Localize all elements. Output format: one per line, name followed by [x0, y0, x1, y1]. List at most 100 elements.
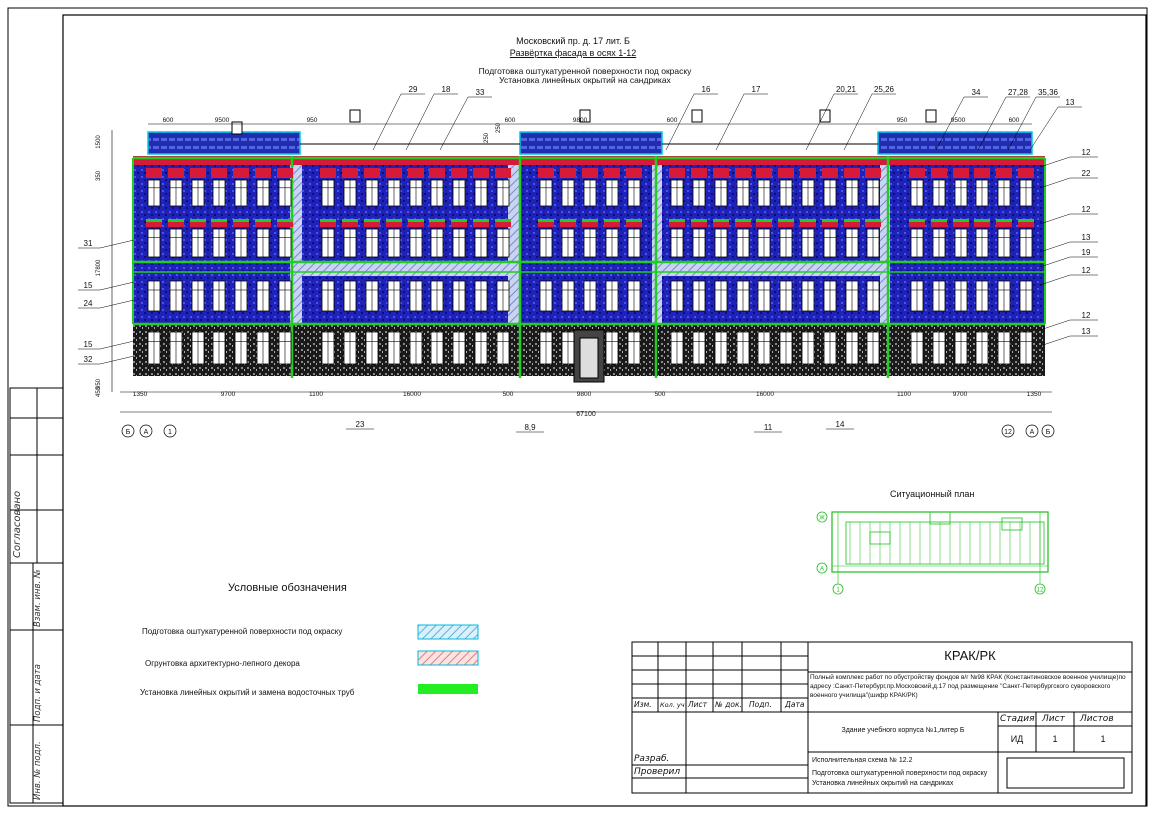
- strip-inv-podl: Инв. № подл.: [33, 741, 43, 800]
- axis-label: Б: [1046, 429, 1051, 436]
- callout-left: 31: [84, 239, 93, 248]
- dim-top-value: 9500: [951, 117, 966, 124]
- col-izm: Изм.: [634, 700, 652, 709]
- title-block: [631, 641, 1133, 794]
- col-date: Дата: [785, 700, 805, 709]
- callout-top: 17: [752, 85, 761, 94]
- sandrik: [953, 222, 969, 227]
- chimney: [579, 109, 591, 123]
- sandrik: [604, 222, 620, 227]
- chimney: [349, 109, 361, 123]
- sandrik: [669, 222, 685, 227]
- sandrik-covering: [604, 219, 620, 222]
- callout-right: 12: [1082, 266, 1091, 275]
- plan-room: [1001, 517, 1023, 531]
- sandrik-covering: [233, 219, 249, 222]
- project-code: КРАК/РК: [944, 648, 996, 663]
- scheme-number: Исполнительная схема № 12.2: [812, 757, 913, 764]
- callout-top: 35,36: [1038, 88, 1059, 97]
- callout-bottom: 14: [836, 420, 845, 429]
- callout-left: 15: [84, 340, 93, 349]
- sandrik-covering: [1018, 219, 1034, 222]
- callout-leader: [439, 96, 469, 151]
- sandrik-covering: [669, 219, 685, 222]
- scheme-line-1: Подготовка оштукатуренной поверхности по…: [812, 770, 988, 777]
- callout-leader: [405, 93, 435, 151]
- sandrik: [974, 168, 990, 178]
- sandrik-covering: [691, 219, 707, 222]
- sandrik: [342, 168, 358, 178]
- callout-leader: [1007, 96, 1037, 151]
- sandrik-covering: [211, 219, 227, 222]
- plan-axis-label: А: [820, 567, 824, 573]
- sandrik-covering: [168, 219, 184, 222]
- header-line-1: Подготовка оштукатуренной поверхности по…: [478, 66, 692, 76]
- dim-top-value: 600: [505, 117, 516, 124]
- dim-roof-value: 250: [484, 132, 490, 143]
- callout-leader: [843, 93, 873, 151]
- sandrik: [756, 222, 772, 227]
- plan-axis-bubble: [832, 583, 844, 595]
- callout-right: 12: [1082, 311, 1091, 320]
- sandrik: [996, 168, 1012, 178]
- dim-top-value: 600: [163, 117, 174, 124]
- sandrik: [844, 168, 860, 178]
- callout-leader: [1039, 177, 1071, 189]
- sandrik: [800, 222, 816, 227]
- sandrik-covering: [822, 219, 838, 222]
- legend-label-covering: Установка линейных окрытий и замена водо…: [140, 688, 355, 697]
- sandrik: [364, 168, 380, 178]
- dim-total: 67100: [576, 411, 596, 418]
- sandrik: [320, 222, 336, 227]
- roof-structure: [877, 131, 1033, 155]
- callout-leader: [1039, 274, 1071, 286]
- roof-structure: [519, 131, 663, 155]
- chimney: [819, 109, 831, 123]
- stage-header: Стадия: [1000, 714, 1035, 724]
- callout-right: 19: [1082, 248, 1091, 257]
- sandrik: [691, 222, 707, 227]
- legend-label-plaster: Подготовка оштукатуренной поверхности по…: [142, 627, 343, 636]
- dim-left-value: 450: [96, 386, 102, 397]
- sandrik-covering: [255, 219, 271, 222]
- axis-bubble: [1025, 424, 1039, 438]
- sandrik: [168, 222, 184, 227]
- dim-bottom-value: 1350: [1027, 391, 1042, 398]
- sandrik-covering: [364, 219, 380, 222]
- legend-swatch-covering: [418, 684, 478, 694]
- sandrik: [996, 222, 1012, 227]
- sheet-value: 1: [1052, 734, 1058, 744]
- dim-bottom-value: 500: [503, 391, 514, 398]
- callout-leader: [372, 93, 402, 151]
- callout-leader: [1039, 213, 1071, 225]
- sandrik: [211, 168, 227, 178]
- sandrik: [800, 168, 816, 178]
- header-line-2: Установка линейных окрытий на сандриках: [499, 75, 671, 85]
- left-stamp-strip: [9, 387, 64, 804]
- sheets-header: Листов: [1080, 714, 1114, 724]
- callout-top: 16: [702, 85, 711, 94]
- stage-value: ИД: [1010, 734, 1024, 744]
- sandrik: [386, 222, 402, 227]
- sandrik: [822, 168, 838, 178]
- sandrik: [931, 222, 947, 227]
- sandrik-covering: [473, 219, 489, 222]
- legend-label-decor: Огрунтовка архитектурно-лепного декора: [145, 659, 300, 668]
- axis-label: 12: [1004, 429, 1012, 436]
- col-kol: Кол. уч: [660, 701, 685, 709]
- legend-swatch-decor: [417, 650, 479, 666]
- callout-leader: [1039, 156, 1071, 168]
- callout-bottom: 11: [764, 423, 773, 432]
- sandrik-covering: [800, 219, 816, 222]
- plan-axis-label: 1: [836, 588, 840, 594]
- developed-label: Разраб.: [634, 754, 670, 764]
- sandrik: [408, 222, 424, 227]
- sandrik: [495, 168, 511, 178]
- scheme-line-2: Установка линейных окрытий на сандриках: [812, 780, 954, 787]
- sandrik: [364, 222, 380, 227]
- sandrik: [255, 168, 271, 178]
- dim-bottom-value: 9700: [221, 391, 236, 398]
- callout-leader: [665, 93, 695, 151]
- sandrik-covering: [974, 219, 990, 222]
- dim-top-value: 9800: [573, 117, 588, 124]
